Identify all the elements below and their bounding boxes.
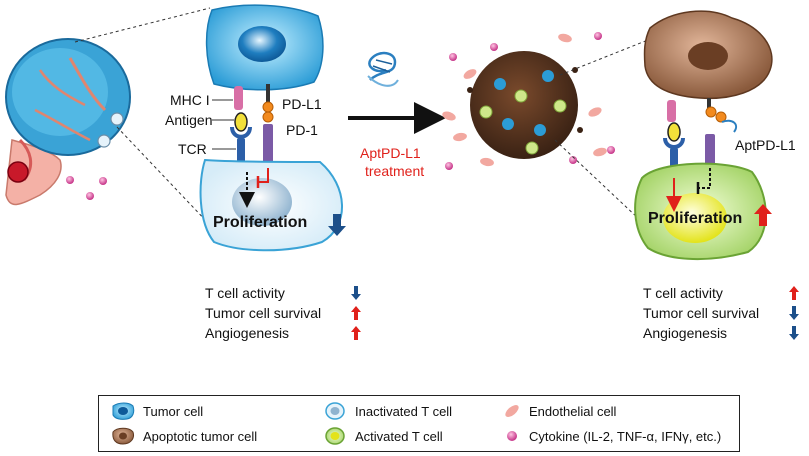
legend-inactivated-t-cell: Inactivated T cell <box>355 404 453 419</box>
legend-apoptotic-tumor-cell: Apoptotic tumor cell <box>143 429 258 444</box>
tumor-cell-left <box>205 4 324 91</box>
treatment-label-line2: treatment <box>365 163 425 179</box>
trend-down-icon <box>789 306 799 320</box>
trend-down-icon <box>351 286 361 300</box>
stat-row: T cell activity <box>205 283 365 303</box>
apoptotic-tumor-mass <box>467 51 583 159</box>
endothelial-cell-icon <box>505 405 519 417</box>
mhc-tcr-complex-right <box>663 100 685 176</box>
tumor-mass <box>5 38 131 206</box>
zoom-line-right-top <box>559 39 649 76</box>
pd1-pdl1-complex-left <box>262 84 274 168</box>
legend-endothelial-cell: Endothelial cell <box>529 404 617 419</box>
proliferation-up-arrow-right <box>754 204 772 226</box>
legend-cytokine: Cytokine (IL-2, TNF-α, IFNγ, etc.) <box>529 429 722 444</box>
zoom-line-right-bottom <box>554 139 641 221</box>
tcr-label: TCR <box>178 141 207 157</box>
proliferation-label-left: Proliferation <box>213 214 308 231</box>
pd1-label: PD-1 <box>286 122 318 138</box>
apoptotic-tumor-cell-icon <box>112 427 134 445</box>
antigen-label: Antigen <box>165 112 213 128</box>
trend-up-icon <box>351 306 361 320</box>
inactivated-t-cell-left <box>199 158 343 252</box>
mhc-tcr-complex-left <box>230 86 252 172</box>
trend-up-icon <box>351 326 361 340</box>
stat-label: T cell activity <box>205 285 285 301</box>
inhibition-line-left <box>258 168 269 183</box>
legend-tumor-cell: Tumor cell <box>143 404 204 419</box>
trend-down-icon <box>789 326 799 340</box>
legend-activated-t-cell: Activated T cell <box>355 429 443 444</box>
cytokine-cluster-left <box>66 176 107 200</box>
aptamer-icon <box>367 51 399 87</box>
cytokine-cluster-center <box>445 32 615 170</box>
aptpdl1-label: AptPD-L1 <box>735 137 796 153</box>
trend-up-icon <box>789 286 799 300</box>
apoptotic-tumor-cell-right <box>643 10 773 100</box>
tumor-cell-icon <box>112 402 135 420</box>
stat-row: Angiogenesis <box>643 323 803 343</box>
endothelial-fragments <box>442 33 607 167</box>
stat-label: T cell activity <box>643 285 723 301</box>
zoom-line-left-bottom <box>116 126 211 226</box>
proliferation-label-right: Proliferation <box>648 210 743 227</box>
stat-row: T cell activity <box>643 283 803 303</box>
mhc-label: MHC I <box>170 92 210 108</box>
zoom-line-left-top <box>74 7 211 43</box>
stat-label: Angiogenesis <box>205 325 290 341</box>
legend-box: Tumor cell Inactivated T cell Endothelia… <box>98 395 740 452</box>
inactivated-t-cell-icon <box>325 402 345 420</box>
stat-row: Angiogenesis <box>205 323 365 343</box>
inhibition-line-right <box>698 168 711 189</box>
stat-label: Angiogenesis <box>643 325 728 341</box>
stat-label: Tumor cell survival <box>205 305 322 321</box>
cytokine-icon <box>507 431 517 441</box>
proliferation-down-arrow-left <box>328 214 346 236</box>
stat-row: Tumor cell survival <box>643 303 803 323</box>
activated-t-cell-icon <box>325 427 345 445</box>
stats-right: T cell activity Tumor cell survival Angi… <box>643 283 803 343</box>
stat-label: Tumor cell survival <box>643 305 760 321</box>
treatment-label-line1: AptPD-L1 <box>360 145 421 161</box>
stat-row: Tumor cell survival <box>205 303 365 323</box>
pdl1-label: PD-L1 <box>282 96 322 112</box>
stats-left: T cell activity Tumor cell survival Angi… <box>205 283 365 343</box>
pdl1-aptamer-complex-right <box>705 98 738 168</box>
